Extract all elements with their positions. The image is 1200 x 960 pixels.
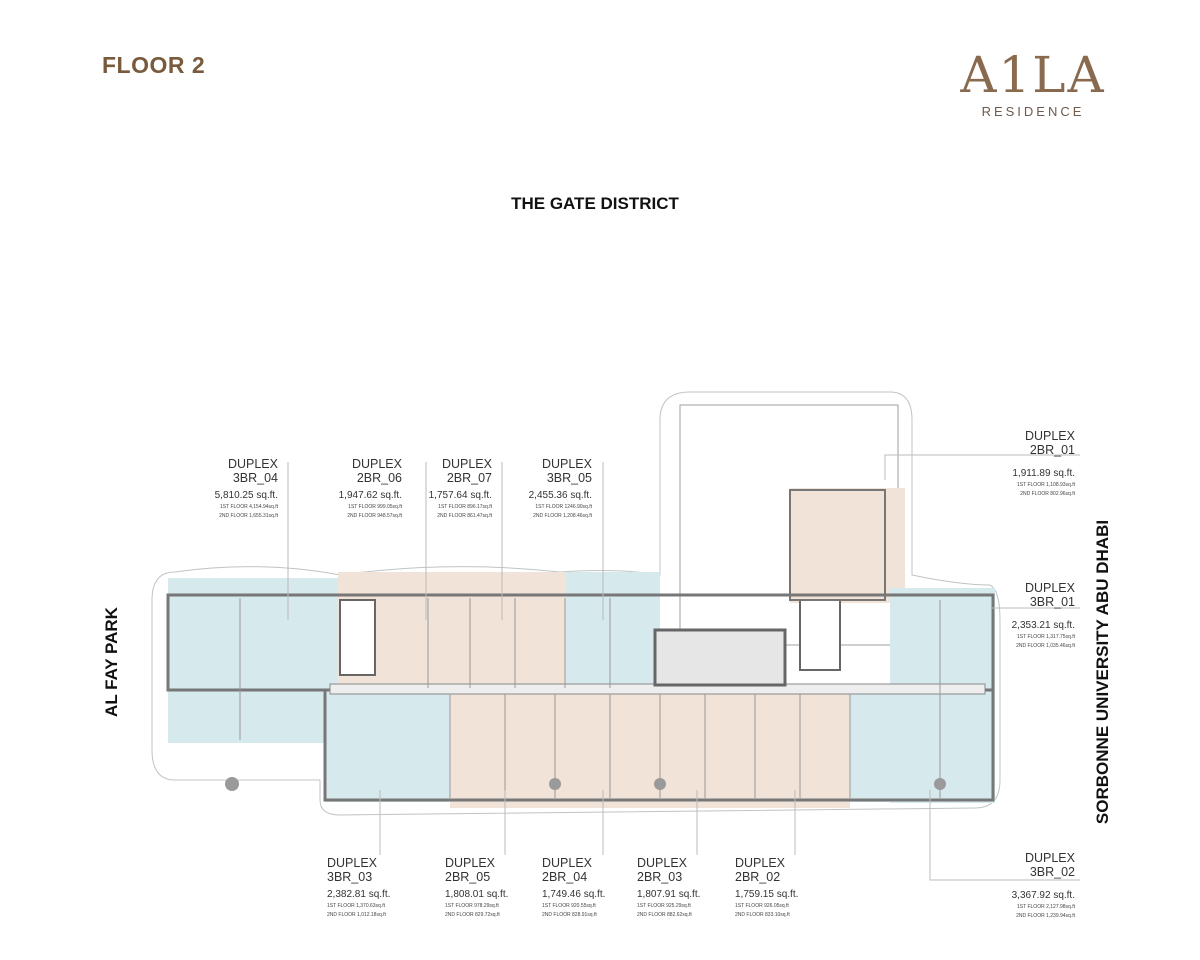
core: [653, 628, 787, 687]
first-floor-area: 1ST FLOOR 926.05sq.ft: [735, 902, 789, 909]
second-floor-area: 2ND FLOOR 802.96sq.ft: [1020, 490, 1075, 497]
unit-area: 1,749.46 sq.ft.: [542, 888, 606, 900]
zone-lower-2br: [450, 692, 850, 808]
first-floor-area: 1ST FLOOR 4,154.94sq.ft: [220, 503, 278, 510]
unit-area: 1,759.15 sq.ft.: [735, 888, 799, 900]
leader-lines: [287, 454, 1080, 881]
unit-type: DUPLEX: [1024, 429, 1075, 443]
unit-type: DUPLEX: [541, 457, 592, 471]
second-floor-area: 2ND FLOOR 1,208.46sq.ft: [533, 512, 592, 519]
first-floor-area: 1ST FLOOR 920.55sq.ft: [542, 902, 596, 909]
landscape-outline: [151, 391, 1001, 816]
unit-type: DUPLEX: [351, 457, 402, 471]
unit-id: 3BR_02: [1029, 864, 1075, 879]
unit-id: 2BR_02: [735, 869, 781, 884]
second-floor-area: 2ND FLOOR 861.47sq.ft: [437, 512, 492, 519]
unit-type: DUPLEX: [735, 856, 786, 870]
floor-title: FLOOR 2: [102, 52, 206, 78]
second-floor-area: 2ND FLOOR 1,012.18sq.ft: [327, 911, 386, 918]
unit-id: 2BR_05: [445, 869, 491, 884]
unit-type: DUPLEX: [227, 457, 278, 471]
second-floor-area: 2ND FLOOR 828.91sq.ft: [542, 911, 597, 918]
unit-type: DUPLEX: [542, 856, 593, 870]
unit-area: 1,947.62 sq.ft.: [338, 489, 402, 501]
unit-2br-01-block: [789, 489, 886, 601]
unit-id: 3BR_03: [327, 869, 373, 884]
unit-id: 3BR_04: [232, 470, 278, 485]
zone-3br-04: [168, 578, 338, 743]
logo-subtitle: RESIDENCE: [981, 104, 1085, 119]
unit-id: 2BR_07: [446, 470, 492, 485]
unit-type: DUPLEX: [445, 856, 496, 870]
zone-3br-03: [325, 692, 450, 802]
unit-id: 2BR_03: [637, 869, 683, 884]
north-label: THE GATE DISTRICT: [511, 194, 679, 213]
second-floor-area: 2ND FLOOR 948.57sq.ft: [347, 512, 402, 519]
column-marker: [654, 778, 666, 790]
unit-type: DUPLEX: [441, 457, 492, 471]
brand-logo: A1LA RESIDENCE: [948, 50, 1118, 119]
unit-id: 2BR_01: [1029, 442, 1075, 457]
first-floor-area: 1ST FLOOR 999.05sq.ft: [348, 503, 402, 510]
unit-type: DUPLEX: [637, 856, 688, 870]
unit-area: 2,455.36 sq.ft.: [528, 489, 592, 501]
unit-area: 1,808.01 sq.ft.: [445, 888, 509, 900]
unit-id: 2BR_04: [542, 869, 588, 884]
first-floor-area: 1ST FLOOR 1,317.75sq.ft: [1017, 633, 1075, 640]
second-floor-area: 2ND FLOOR 1,655.31sq.ft: [219, 512, 278, 519]
unit-area: 5,810.25 sq.ft.: [214, 489, 278, 501]
first-floor-area: 1ST FLOOR 1,370.63sq.ft: [327, 902, 385, 909]
logo-mark: A1LA: [960, 46, 1106, 104]
unit-type: DUPLEX: [327, 856, 378, 870]
column-marker: [225, 777, 239, 791]
second-floor-area: 2ND FLOOR 833.10sq.ft: [735, 911, 790, 918]
first-floor-area: 1ST FLOOR 896.17sq.ft: [438, 503, 492, 510]
second-floor-area: 2ND FLOOR 1,035.46sq.ft: [1016, 642, 1075, 649]
zone-lower-right: [850, 692, 895, 802]
zone-3br-01-02: [890, 588, 995, 803]
first-floor-area: 1ST FLOOR 978.29sq.ft: [445, 902, 499, 909]
unit-id: 2BR_06: [356, 470, 402, 485]
unit-area: 1,757.64 sq.ft.: [428, 489, 492, 501]
unit-area: 1,807.91 sq.ft.: [637, 888, 701, 900]
zone-3br-05: [566, 572, 660, 692]
unit-area: 2,353.21 sq.ft.: [1011, 619, 1075, 631]
stair-right: [799, 599, 841, 671]
first-floor-area: 1ST FLOOR 925.29sq.ft: [637, 902, 691, 909]
column-marker: [934, 778, 946, 790]
unit-id: 3BR_01: [1029, 594, 1075, 609]
second-floor-area: 2ND FLOOR 1,239.94sq.ft: [1016, 912, 1075, 919]
first-floor-area: 1ST FLOOR 2,127.98sq.ft: [1017, 903, 1075, 910]
first-floor-area: 1ST FLOOR 1246.90sq.ft: [535, 503, 592, 510]
column-marker: [549, 778, 561, 790]
unit-type: DUPLEX: [1024, 581, 1075, 595]
stair-left: [339, 599, 376, 676]
first-floor-area: 1ST FLOOR 1,108.93sq.ft: [1017, 481, 1075, 488]
unit-area: 3,367.92 sq.ft.: [1011, 889, 1075, 901]
zone-2br-01: [790, 488, 905, 603]
unit-type: DUPLEX: [1024, 851, 1075, 865]
second-floor-area: 2ND FLOOR 882.62sq.ft: [637, 911, 692, 918]
unit-area: 1,911.89 sq.ft.: [1012, 467, 1075, 479]
unit-id: 3BR_05: [546, 470, 592, 485]
unit-area: 2,382.81 sq.ft.: [327, 888, 391, 900]
second-floor-area: 2ND FLOOR 829.72sq.ft: [445, 911, 500, 918]
